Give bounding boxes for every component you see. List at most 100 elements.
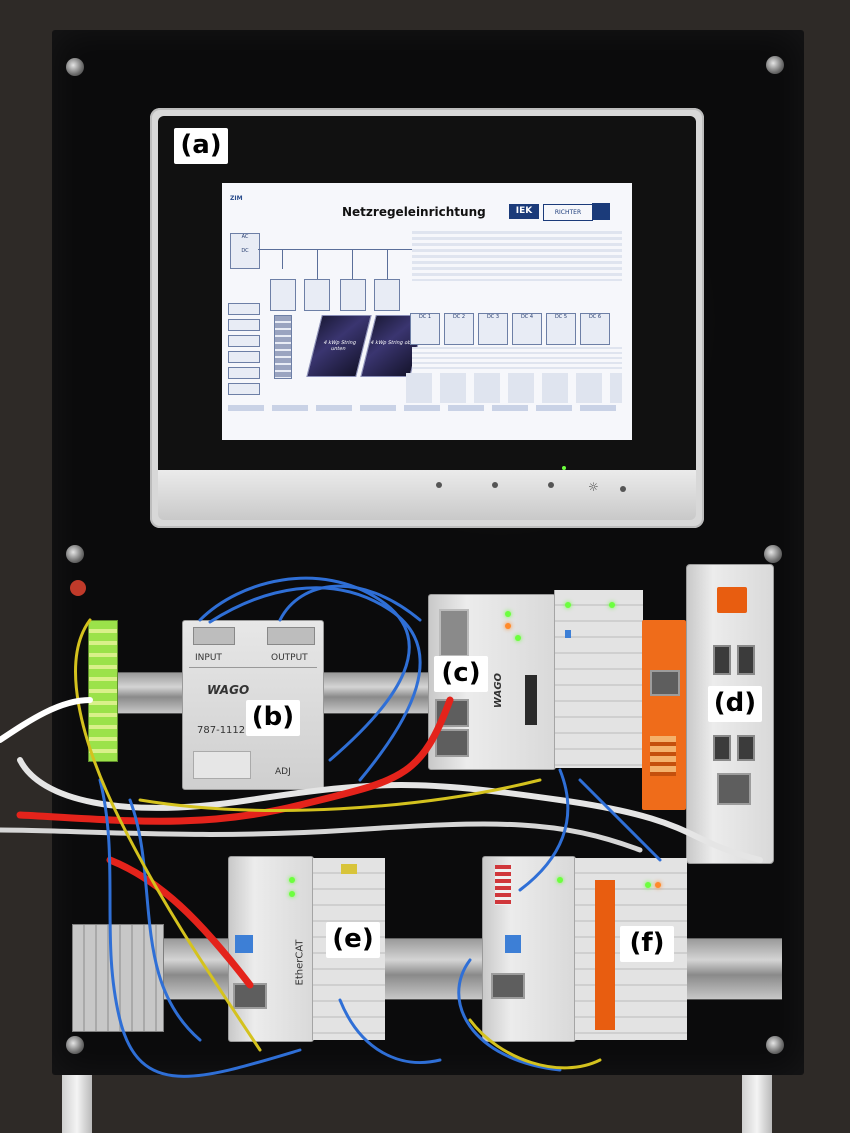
hdmi-port[interactable]: [737, 645, 755, 675]
adj-label: ADJ: [275, 767, 291, 777]
io-module-strip: [554, 590, 643, 768]
serial-port[interactable]: [439, 609, 469, 657]
output-label: OUTPUT: [271, 653, 308, 663]
red-cable: [16, 696, 454, 825]
stand-leg-right: [742, 1070, 772, 1133]
fieldbus-coupler: [482, 856, 576, 1042]
blue-wire: [457, 958, 562, 1072]
ethernet-port[interactable]: [435, 729, 469, 757]
white-cable: [0, 821, 643, 853]
input-terminal: [193, 627, 235, 645]
input-label: INPUT: [195, 653, 222, 663]
white-cable: [17, 757, 763, 863]
screen-title: Netzregeleinrichtung: [342, 205, 486, 219]
dip-switches[interactable]: [495, 865, 511, 905]
screw: [764, 545, 782, 563]
panel-button[interactable]: [548, 482, 554, 488]
status-led-icon: [289, 877, 295, 883]
blue-wire: [518, 768, 570, 892]
screen-nav-buttons[interactable]: [228, 405, 624, 411]
usb-port[interactable]: [713, 735, 731, 761]
screw: [766, 1036, 784, 1054]
blue-wire: [208, 586, 422, 782]
converter-box: [270, 279, 296, 311]
label-f: (f): [620, 926, 674, 962]
status-field: [228, 367, 260, 379]
battery-icon: [274, 315, 292, 379]
status-led-icon: [505, 623, 511, 629]
blue-wire: [578, 778, 662, 862]
iek-logo: IEK: [509, 204, 539, 219]
converter-dc2: DC 2: [444, 313, 474, 345]
panel-button[interactable]: [492, 482, 498, 488]
blue-wire: [128, 798, 202, 1042]
yellow-green-wire: [74, 618, 262, 1052]
status-field: [228, 351, 260, 363]
ac-dc-block: AC DC: [230, 233, 260, 269]
status-field: [228, 319, 260, 331]
blue-wire: [198, 576, 411, 762]
converter-box: [340, 279, 366, 311]
orange-terminal: [595, 880, 615, 1030]
status-field: [228, 335, 260, 347]
marker-area: [193, 751, 251, 779]
label-e: (e): [326, 922, 380, 958]
converter-dc1: DC 1: [410, 313, 440, 345]
blue-wire: [278, 584, 422, 622]
ground-terminal-block: [88, 620, 118, 762]
ring-terminal: [70, 580, 86, 596]
measurement-table: [412, 231, 622, 281]
setpoint-fields[interactable]: [406, 373, 622, 403]
connector: [235, 935, 253, 953]
hdmi-port[interactable]: [713, 645, 731, 675]
converter-box: [374, 279, 400, 311]
power-connector[interactable]: [717, 587, 747, 613]
screw: [66, 1036, 84, 1054]
status-led-icon: [609, 602, 615, 608]
ac-label: AC: [241, 234, 249, 240]
dc-label: DC: [241, 248, 249, 254]
blue-wire: [338, 998, 442, 1064]
ethernet-port[interactable]: [650, 670, 680, 696]
zim-logo: ZIM: [230, 195, 243, 202]
brightness-icon[interactable]: ☼: [588, 480, 599, 494]
white-cable: [0, 697, 93, 743]
screw: [766, 56, 784, 74]
status-led-icon: [562, 466, 566, 470]
wago-logo: WAGO: [207, 683, 250, 697]
status-led-icon: [505, 611, 511, 617]
label-c: (c): [434, 656, 488, 692]
connector: [565, 630, 571, 638]
hmi-screen[interactable]: ZIM Netzregeleinrichtung IEK RICHTER AC …: [222, 183, 632, 440]
usb-port[interactable]: [737, 735, 755, 761]
blue-wire: [98, 778, 302, 1078]
divider: [189, 667, 317, 668]
touch-panel-lower-bezel: ☼: [158, 466, 696, 520]
stand-leg-left: [62, 1070, 92, 1133]
measurement-table: [412, 347, 622, 369]
power-button[interactable]: [620, 486, 626, 492]
label-b: (b): [246, 700, 300, 736]
yellow-green-wire: [468, 1018, 602, 1070]
panel-button[interactable]: [436, 482, 442, 488]
screw: [66, 58, 84, 76]
ethernet-port[interactable]: [491, 973, 525, 999]
bus-line: [352, 249, 353, 279]
converter-dc5: DC 5: [546, 313, 576, 345]
sd-card-slot[interactable]: [525, 675, 537, 725]
ethercat-coupler: EtherCAT: [228, 856, 314, 1042]
converter-box: [304, 279, 330, 311]
red-cable: [106, 856, 254, 989]
status-led-icon: [289, 891, 295, 897]
screw: [66, 545, 84, 563]
status-field: [228, 383, 260, 395]
status-led-icon: [515, 635, 521, 641]
orange-io-module: [642, 620, 686, 810]
bus-line: [387, 249, 388, 279]
status-led-icon: [565, 602, 571, 608]
status-led-icon: [645, 882, 651, 888]
output-terminal: [267, 627, 315, 645]
ethernet-port[interactable]: [717, 773, 751, 805]
